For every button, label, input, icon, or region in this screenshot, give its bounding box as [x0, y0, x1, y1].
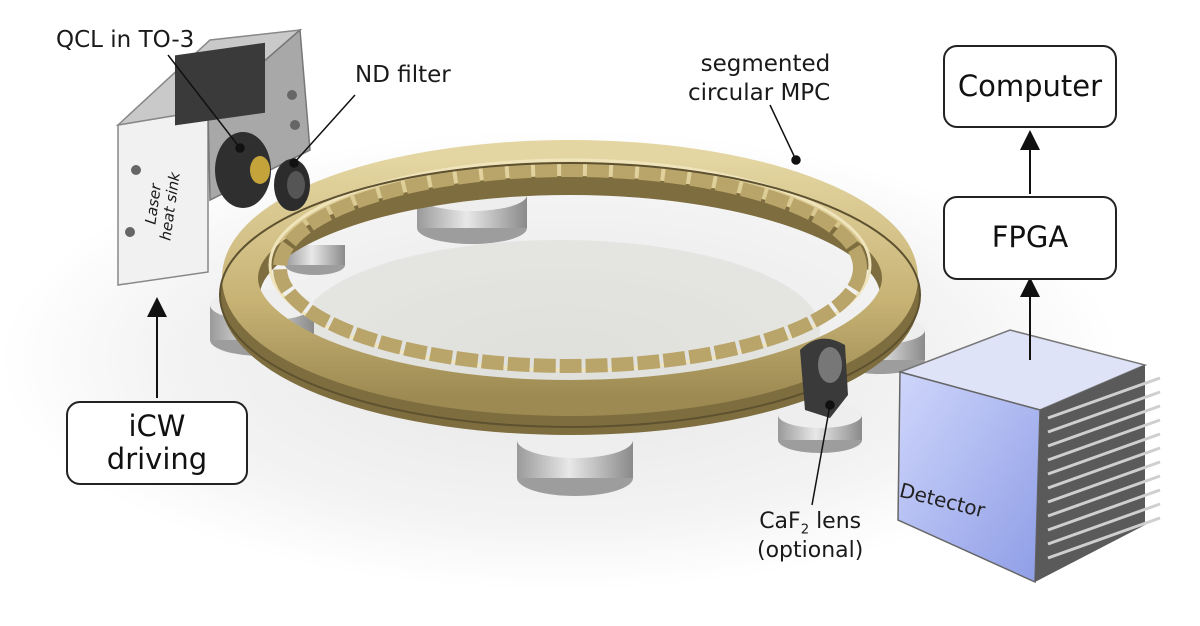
lens-label-prefix: CaF [759, 509, 801, 534]
lens-label-line1: CaF2 lens [757, 508, 863, 537]
lens-label-subscript: 2 [800, 522, 810, 538]
mpc-callout [769, 104, 797, 161]
nd-filter-label: ND filter [355, 62, 451, 88]
heat-fins [1047, 376, 1161, 560]
mpc-label-line1: segmented [700, 51, 831, 77]
lens-label-line2: (optional) [757, 537, 864, 563]
qcl-label: QCL in TO-3 [56, 27, 195, 53]
nd-filter-callout [293, 94, 356, 164]
computer-box: Computer [943, 45, 1117, 128]
callout-lines [167, 54, 835, 506]
icw-driving-box: iCW driving [66, 401, 248, 485]
icw-driving-line2: driving [106, 442, 208, 476]
fpga-box: FPGA [943, 196, 1117, 280]
detector [897, 329, 1161, 584]
icw-driving-line1: iCW [128, 408, 186, 443]
mpc-label-line2: circular MPC [688, 79, 831, 106]
laser-heat-sink [115, 28, 311, 286]
qcl-callout [167, 54, 241, 149]
post-left-back [285, 245, 345, 275]
qcl-mount [215, 132, 271, 208]
mpc-label: segmented circular MPC [688, 50, 830, 108]
nd-filter [274, 159, 310, 211]
flow-arrows [147, 130, 1040, 398]
lens-label: CaF2 lens (optional) [757, 508, 863, 565]
lens-callout [811, 404, 831, 506]
caf2-lens-holder [800, 338, 848, 418]
lens-label-suffix: lens [809, 509, 862, 534]
mpc-ring [219, 140, 921, 435]
post-lens [778, 402, 862, 453]
